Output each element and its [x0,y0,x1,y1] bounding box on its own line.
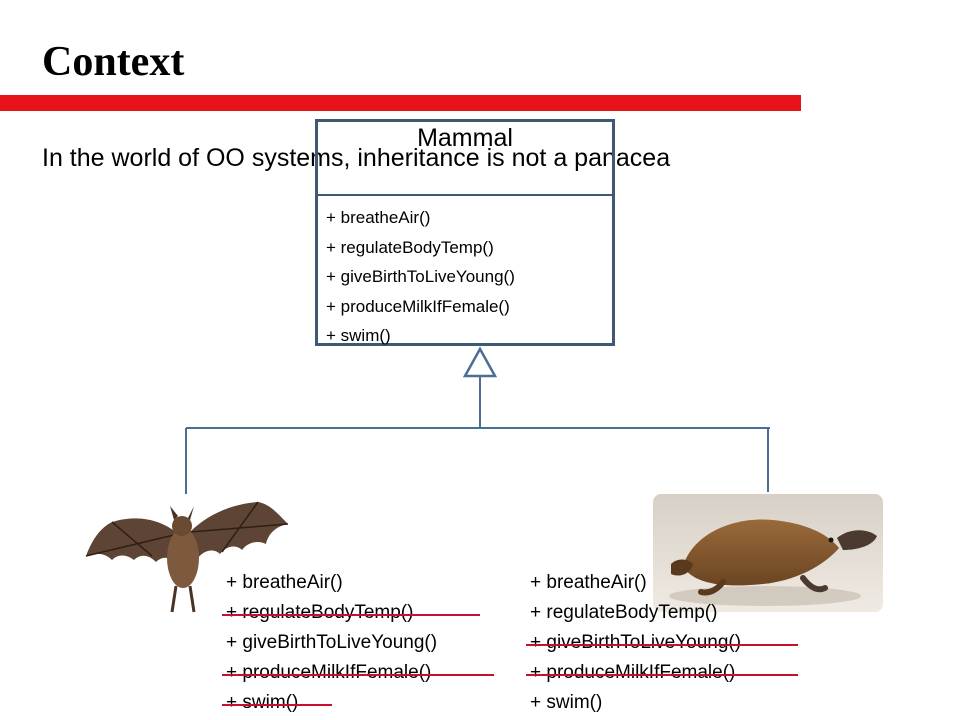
class-method: + swim() [326,326,391,345]
inheritance-arrowhead [462,346,498,378]
class-method: + breatheAir() [326,208,431,227]
strike-line [526,674,798,676]
class-method: + produceMilkIfFemale() [326,296,510,316]
bat-method: + breatheAir() [226,568,437,598]
platypus-method: + breatheAir() [530,568,741,598]
strike-line [222,704,332,706]
method-text: + giveBirthToLiveYoung() [530,632,742,653]
method-text: + produceMilkIfFemale() [226,662,432,683]
strike-line [222,674,494,676]
slide-title: Context [42,39,185,85]
platypus-method: + produceMilkIfFemale() [526,658,798,688]
platypus-method: + giveBirthToLiveYoung() [526,628,798,658]
class-method: + giveBirthToLiveYoung() [326,267,515,286]
title-underline-bar [0,95,801,111]
class-method: + regulateBodyTemp() [326,237,494,257]
slide-subtitle: In the world of OO systems, inheritance … [42,144,671,172]
bat-method: + swim() [222,688,437,718]
platypus-method: + swim() [530,688,741,718]
strike-line [526,644,798,646]
method-text: + produceMilkIfFemale() [530,662,736,683]
platypus-method: + regulateBodyTemp() [530,598,741,628]
mammal-class-box: Mammal + breatheAir() + regulateBodyTemp… [315,119,615,346]
method-text: + swim() [530,692,603,713]
strike-line [222,614,480,616]
platypus-photo [653,494,883,612]
method-text: + regulateBodyTemp() [530,602,718,623]
bat-photo [82,494,296,624]
class-name: Mammal [417,124,513,152]
class-divider [318,194,612,196]
bat-method: + regulateBodyTemp() [222,598,480,628]
platypus-method-list: + breatheAir() + regulateBodyTemp() + gi… [526,568,798,718]
method-text: + regulateBodyTemp() [226,602,414,623]
bat-method: + giveBirthToLiveYoung() [226,628,437,658]
class-method-list: + breatheAir() + regulateBodyTemp() + gi… [326,203,515,351]
method-text: + giveBirthToLiveYoung() [226,632,438,653]
bat-method: + produceMilkIfFemale() [222,658,494,688]
method-text: + swim() [226,692,299,713]
method-text: + breatheAir() [530,572,647,593]
method-text: + breatheAir() [226,572,343,593]
bat-method-list: + breatheAir() + regulateBodyTemp() + gi… [222,568,494,718]
